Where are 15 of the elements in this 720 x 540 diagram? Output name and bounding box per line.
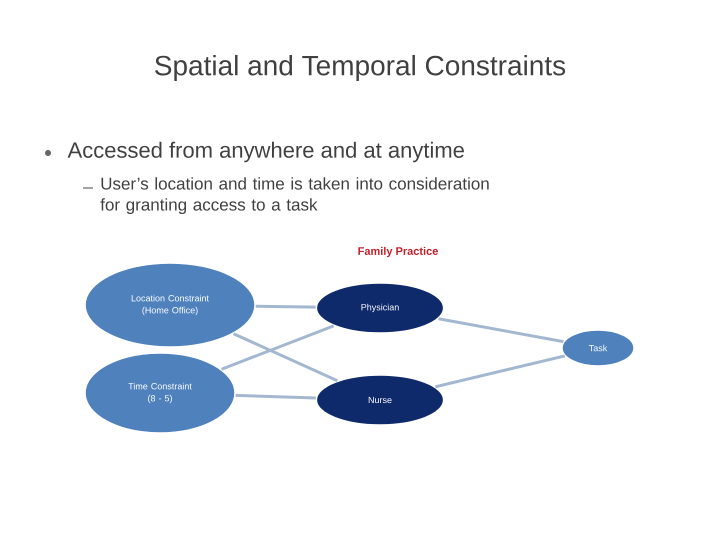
- slide-title: Spatial and Temporal Constraints: [155, 54, 566, 82]
- bullet-text: Accessed from anywhere and at anytime: [68, 142, 464, 162]
- connector-line: [220, 324, 334, 371]
- connector-line: [236, 394, 316, 400]
- sub-bullet-text: User’s location and time is taken into consideration for granting access to a task: [100, 177, 489, 214]
- note-label: Family Practice: [358, 246, 438, 258]
- connector-line: [438, 317, 564, 344]
- connector-line: [434, 354, 566, 388]
- ellipse-node: Task: [561, 329, 635, 367]
- connector-line: [256, 304, 316, 309]
- ellipse-node: Nurse: [316, 374, 444, 426]
- connector-line: [232, 332, 338, 382]
- ellipse-node: Physician: [316, 282, 444, 334]
- ellipse-node: Time Constraint (8 - 5): [84, 352, 236, 434]
- ellipse-node: Location Constraint (Home Office): [84, 262, 256, 348]
